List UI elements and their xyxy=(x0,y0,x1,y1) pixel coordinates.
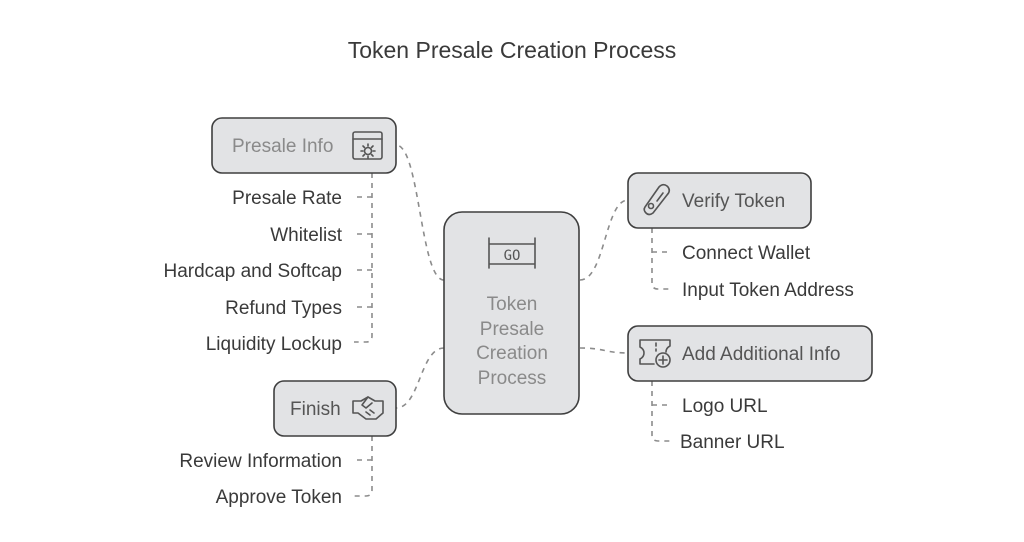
connector-additional-info xyxy=(579,347,629,354)
presale-info-label: Presale Info xyxy=(232,136,333,157)
verify-item-2: Input Token Address xyxy=(682,280,854,301)
center-node-box xyxy=(443,211,580,415)
connector-additional-trunk xyxy=(651,381,670,442)
settings-window-icon xyxy=(352,131,383,160)
finish-label: Finish xyxy=(290,399,341,420)
additional-item-2: Banner URL xyxy=(680,432,785,453)
center-label-line-1: Token xyxy=(487,294,538,315)
connector-presale-trunk xyxy=(354,173,373,343)
additional-info-label: Add Additional Info xyxy=(682,344,840,365)
center-label-line-4: Process xyxy=(478,368,547,389)
finish-node: Finish xyxy=(273,380,397,437)
additional-item-1: Logo URL xyxy=(682,396,768,417)
presale-item-1: Presale Rate xyxy=(232,188,342,209)
connector-verify-trunk xyxy=(651,228,670,290)
center-label-line-3: Creation xyxy=(476,343,548,364)
presale-item-4: Refund Types xyxy=(225,298,342,319)
presale-item-3: Hardcap and Softcap xyxy=(163,261,342,282)
verify-token-box xyxy=(627,172,812,229)
presale-item-5: Liquidity Lockup xyxy=(206,334,342,355)
connector-finish xyxy=(395,347,445,409)
go-banner-icon: GO xyxy=(488,237,536,269)
additional-info-node: Add Additional Info xyxy=(627,325,873,382)
connector-finish-trunk xyxy=(354,436,373,497)
connector-verify-token xyxy=(579,199,629,281)
svg-text:GO: GO xyxy=(504,248,521,264)
finish-item-2: Approve Token xyxy=(216,487,342,508)
presale-info-node: Presale Info xyxy=(211,117,397,174)
presale-info-box xyxy=(211,117,397,174)
finish-item-1: Review Information xyxy=(179,451,342,472)
presale-item-2: Whitelist xyxy=(270,225,343,246)
additional-info-box xyxy=(627,325,873,382)
connector-presale-info xyxy=(395,144,445,281)
center-label-line-2: Presale xyxy=(480,319,544,340)
center-node: GO Token Presale Creation Process xyxy=(443,211,580,415)
finish-box xyxy=(273,380,397,437)
ticket-add-icon xyxy=(639,339,671,368)
handshake-icon xyxy=(352,396,384,420)
verify-token-label: Verify Token xyxy=(682,191,785,212)
verify-item-1: Connect Wallet xyxy=(682,243,811,264)
key-tag-icon xyxy=(643,183,671,216)
verify-token-node: Verify Token xyxy=(627,172,812,229)
diagram-title: Token Presale Creation Process xyxy=(348,37,677,63)
